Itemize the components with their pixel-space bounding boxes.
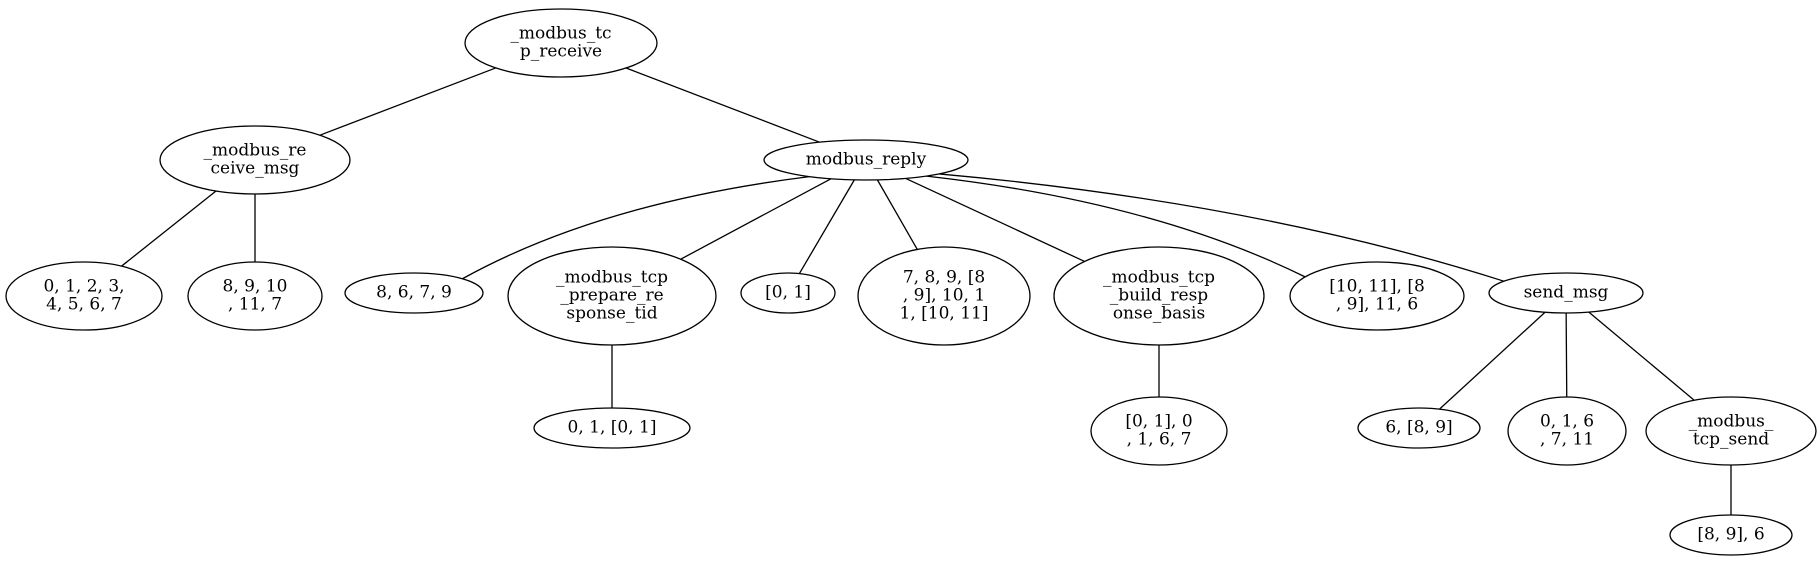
node-8-9-6: [8, 9], 6 (1669, 514, 1793, 556)
node-label-line: 0, 1, [0, 1] (568, 418, 657, 438)
node-label-line: [0, 1], 0 (1125, 412, 1192, 432)
node-label-line: 0, 1, 6 (1540, 412, 1594, 432)
node-7-8-9-8-9-10-1-1-10-11: 7, 8, 9, [8, 9], 10, 11, [10, 11] (857, 246, 1031, 346)
node-label-line: p_receive (520, 42, 602, 62)
node-0-1-6-7-11: 0, 1, 6, 7, 11 (1507, 396, 1627, 466)
node-modbus-tcp-send: _modbus_tcp_send (1645, 396, 1817, 466)
node-10-11-8-9-11-6: [10, 11], [8, 9], 11, 6 (1289, 261, 1465, 331)
node-8-6-7-9: 8, 6, 7, 9 (344, 272, 484, 314)
node-label-line: send_msg (1524, 283, 1609, 303)
node-label-line: 8, 9, 10 (223, 277, 288, 297)
node-label-line: onse_basis (1113, 304, 1205, 324)
node-label-line: 4, 5, 6, 7 (46, 295, 122, 315)
node-label-line: 0, 1, 2, 3, (43, 277, 124, 297)
node-ellipse (1289, 261, 1465, 331)
node-0-1-2-3-4-5-6-7: 0, 1, 2, 3,4, 5, 6, 7 (5, 261, 163, 331)
node-label-line: ceive_msg (211, 159, 300, 179)
node-ellipse (1488, 272, 1644, 314)
edge-n_reply-n_b3 (798, 179, 855, 274)
edge-n_b7-n_c3 (1439, 311, 1546, 410)
node-modbus-re-ceive-msg: _modbus_receive_msg (159, 125, 351, 195)
edge-n_reply-n_b7 (939, 173, 1505, 282)
node-ellipse (507, 246, 717, 346)
node-ellipse (1645, 396, 1817, 466)
node-label-line: [0, 1] (765, 283, 811, 303)
node-ellipse (1669, 514, 1793, 556)
edge-n_reply-n_b5 (905, 177, 1085, 263)
node-label-line: 8, 6, 7, 9 (376, 283, 452, 303)
node-ellipse (1090, 396, 1228, 466)
node-label-line: _modbus_re (204, 141, 307, 161)
node-label-line: [10, 11], [8 (1329, 277, 1425, 297)
node-label-line: sponse_tid (566, 304, 657, 324)
node-ellipse (187, 261, 323, 331)
node-ellipse (1507, 396, 1627, 466)
node-send-msg: send_msg (1488, 272, 1644, 314)
node-label-line: , 1, 6, 7 (1127, 430, 1192, 450)
node-label-line: _prepare_re (560, 286, 663, 306)
node-ellipse (857, 246, 1031, 346)
node-label-line: _modbus_tcp (556, 268, 668, 288)
node-modbus-tc-p-receive: _modbus_tcp_receive (464, 8, 658, 78)
edge-n_receive_msg-n_a1 (121, 190, 217, 267)
node-ellipse (344, 272, 484, 314)
edge-n_reply-n_b4 (876, 179, 918, 250)
edge-n_reply-n_b1 (462, 175, 810, 280)
node-ellipse (1053, 246, 1265, 346)
edge-n_b7-n_c5 (1588, 311, 1695, 401)
node-label-line: [8, 9], 6 (1697, 525, 1764, 545)
node-label-line: modbus_reply (806, 150, 927, 170)
node-label-line: tcp_send (1693, 430, 1769, 450)
node-label-line: _build_resp (1110, 286, 1208, 306)
node-0-1-0-1: 0, 1, [0, 1] (533, 407, 691, 449)
node-ellipse (5, 261, 163, 331)
edge-n_root-n_receive_msg (319, 67, 496, 136)
node-ellipse (1357, 407, 1481, 449)
node-6-8-9: 6, [8, 9] (1357, 407, 1481, 449)
node-ellipse (533, 407, 691, 449)
node-label-line: 6, [8, 9] (1385, 418, 1452, 438)
edge-n_b7-n_c4 (1565, 312, 1568, 398)
node-label-line: _modbus_ (1689, 412, 1774, 432)
node-8-9-10-11-7: 8, 9, 10, 11, 7 (187, 261, 323, 331)
node-label-line: , 7, 11 (1540, 430, 1594, 450)
node-label-line: , 9], 10, 1 (903, 286, 985, 306)
node-layer: _modbus_tcp_receive _modbus_receive_msg mo… (5, 8, 1817, 556)
node-ellipse (159, 125, 351, 195)
node-modbus-reply: modbus_reply (763, 139, 969, 181)
node-label-line: _modbus_tc (510, 24, 611, 44)
node-label-line: , 9], 11, 6 (1336, 295, 1418, 315)
edge-layer (121, 67, 1732, 515)
node-label-line: 7, 8, 9, [8 (903, 268, 985, 288)
node-ellipse (740, 272, 836, 314)
edge-n_reply-n_b6 (926, 175, 1306, 278)
node-0-1: [0, 1] (740, 272, 836, 314)
edge-n_root-n_reply (625, 67, 820, 143)
node-label-line: , 11, 7 (228, 295, 282, 315)
node-0-1-0-1-6-7: [0, 1], 0, 1, 6, 7 (1090, 396, 1228, 466)
node-label-line: 1, [10, 11] (900, 304, 989, 324)
node-ellipse (763, 139, 969, 181)
edge-n_reply-n_b2 (680, 178, 832, 260)
node-label-line: _modbus_tcp (1103, 268, 1215, 288)
node-ellipse (464, 8, 658, 78)
